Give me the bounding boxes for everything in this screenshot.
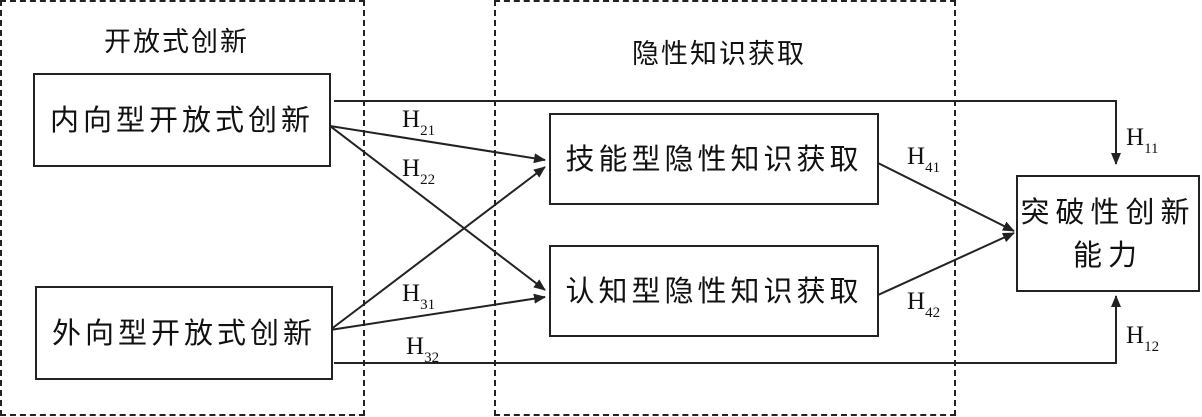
tacit-knowledge-group-title: 隐性知识获取 [632, 39, 806, 70]
arrow-h32 [329, 293, 546, 331]
arrow-h11 [334, 100, 1121, 165]
open-innovation-group [0, 0, 365, 416]
skill-tacit-knowledge-box: 技能型隐性知识获取 [549, 113, 879, 205]
breakthrough-innovation-box: 突破性创新 能力 [1016, 175, 1200, 292]
cognitive-tacit-knowledge-label: 认知型隐性知识获取 [565, 273, 863, 308]
label-h41: H41 [907, 143, 941, 176]
inbound-open-innovation-label: 内向型开放式创新 [49, 102, 314, 137]
breakthrough-label-line1: 突破性创新 [1020, 195, 1196, 230]
arrow-h22 [329, 125, 546, 291]
label-h21: H21 [402, 106, 436, 139]
arrow-h21 [329, 125, 546, 164]
outbound-open-innovation-box: 外向型开放式创新 [35, 286, 333, 380]
label-h12: H12 [1126, 322, 1160, 355]
label-h32: H32 [406, 333, 440, 366]
breakthrough-label-line2: 能力 [1072, 237, 1143, 272]
cognitive-tacit-knowledge-box: 认知型隐性知识获取 [549, 245, 879, 337]
label-h31: H31 [402, 280, 436, 313]
label-h42: H42 [907, 288, 941, 321]
arrow-h12 [334, 295, 1121, 364]
arrow-h31 [329, 166, 546, 331]
label-h22: H22 [402, 155, 436, 188]
label-h11: H11 [1126, 124, 1159, 157]
inbound-open-innovation-box: 内向型开放式创新 [33, 73, 331, 167]
tacit-knowledge-group [494, 0, 956, 416]
arrow-h42 [877, 232, 1015, 296]
skill-tacit-knowledge-label: 技能型隐性知识获取 [565, 141, 863, 176]
arrow-h41 [877, 162, 1015, 232]
outbound-open-innovation-label: 外向型开放式创新 [51, 315, 316, 350]
open-innovation-group-title: 开放式创新 [104, 27, 249, 58]
